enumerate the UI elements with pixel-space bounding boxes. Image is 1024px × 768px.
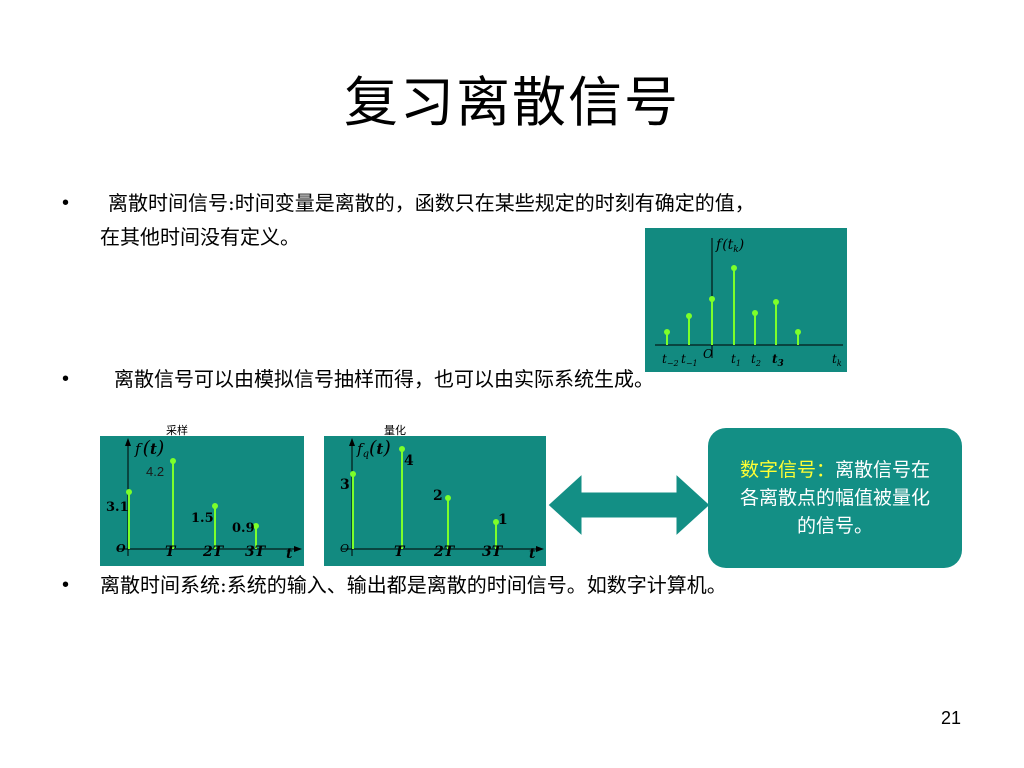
- y-axis-label: fq(t): [356, 437, 391, 460]
- tick-label-T: T: [394, 544, 406, 560]
- stem-head: [731, 265, 737, 271]
- bullet-1: • 离散时间信号:时间变量是离散的，函数只在某些规定的时刻有确定的值， 在其他时…: [62, 186, 960, 254]
- quantization-plot: fq(t) 4 3 2 1 O T 2T 3T t: [340, 437, 544, 562]
- callout-line-1: 数字信号：离散信号在: [708, 456, 962, 484]
- sampling-plot: f(t) 4.2 3.1 1.5 0.9 O T 2T 3T t: [106, 437, 302, 562]
- y-axis-label: f(tk): [715, 237, 744, 255]
- sampling-figure: f(t) 4.2 3.1 1.5 0.9 O T 2T 3T t: [100, 436, 304, 566]
- x-axis-arrow: [536, 546, 544, 552]
- bullet-3: • 离散时间系统:系统的输入、输出都是离散的时间信号。如数字计算机。: [62, 568, 960, 602]
- stem-heads: [350, 446, 499, 525]
- stem-heads: [664, 265, 801, 335]
- stem-head: [399, 446, 405, 452]
- stem-heads: [126, 458, 259, 529]
- callout-text-1: 离散信号在: [835, 459, 931, 481]
- callout-line-3: 的信号。: [796, 515, 873, 537]
- origin-label: O: [703, 347, 713, 361]
- origin-label: O: [116, 542, 126, 555]
- stems: [666, 268, 799, 345]
- slide-title: 复习离散信号: [344, 71, 680, 134]
- y-axis-arrow: [125, 438, 131, 446]
- tick-label-t1: t1: [731, 352, 741, 368]
- value-label-3: 3: [340, 477, 350, 493]
- bullet-dot: •: [62, 574, 70, 596]
- quantization-figure: fq(t) 4 3 2 1 O T 2T 3T t: [324, 436, 546, 566]
- stem-head: [253, 523, 259, 529]
- bullet-1-line-1: 离散时间信号:时间变量是离散的，函数只在某些规定的时刻有确定的值，: [108, 191, 755, 215]
- callout-highlight: 数字信号：: [739, 459, 835, 481]
- value-label-0-9: 0.9: [232, 521, 255, 536]
- stems: [128, 461, 257, 549]
- page-number: 21: [941, 708, 962, 728]
- tick-label-t-1: t−1: [681, 352, 698, 368]
- value-label-3-1: 3.1: [106, 500, 129, 515]
- stem-head: [126, 489, 132, 495]
- quantization-caption: 量化: [384, 425, 406, 437]
- x-axis-label: t: [286, 546, 293, 562]
- y-axis-arrow: [349, 438, 355, 446]
- value-label-1-5: 1.5: [191, 511, 214, 526]
- bullet-dot: •: [62, 368, 70, 390]
- stem-head: [773, 299, 779, 305]
- x-axis-label: t: [529, 546, 536, 562]
- tick-label-3T: 3T: [245, 544, 267, 560]
- tick-label-2T: 2T: [433, 544, 456, 560]
- stem-head: [445, 495, 451, 501]
- discrete-signal-plot: f(tk) O t−2 t−1 t1 t2 t3 tk: [655, 237, 843, 369]
- tick-label-t2: t2: [751, 352, 761, 368]
- stem-head: [493, 519, 499, 525]
- value-label-4-2: 4.2: [146, 464, 164, 479]
- stem-head: [212, 503, 218, 509]
- callout-line-2: 各离散点的幅值被量化: [739, 487, 930, 509]
- tick-label-t3: t3: [772, 352, 784, 369]
- tick-label-2T: 2T: [202, 544, 225, 560]
- bullet-1-line-2: 在其他时间没有定义。: [100, 225, 300, 249]
- stem-head: [170, 458, 176, 464]
- y-axis-label: f(t): [134, 437, 164, 459]
- double-arrow-icon: [547, 472, 711, 538]
- value-label-1: 1: [498, 512, 508, 528]
- stem-head: [350, 471, 356, 477]
- bullet-dot: •: [62, 192, 70, 214]
- tick-label-t-2: t−2: [662, 352, 679, 368]
- origin-label: O: [340, 542, 349, 555]
- stem-head: [664, 329, 670, 335]
- bullet-2: • 离散信号可以由模拟信号抽样而得，也可以由实际系统生成。: [62, 362, 860, 396]
- bullet-3-text: 离散时间系统:系统的输入、输出都是离散的时间信号。如数字计算机。: [100, 573, 727, 597]
- tick-label-T: T: [165, 544, 177, 560]
- stem-head: [752, 310, 758, 316]
- sampling-caption: 采样: [166, 425, 188, 437]
- stem-head: [709, 296, 715, 302]
- tick-label-tk: tk: [832, 352, 842, 368]
- value-label-4: 4: [404, 453, 414, 469]
- tick-label-3T: 3T: [482, 544, 504, 560]
- digital-signal-callout: 数字信号：离散信号在 各离散点的幅值被量化 的信号。: [708, 428, 962, 568]
- discrete-signal-figure: f(tk) O t−2 t−1 t1 t2 t3 tk: [645, 228, 847, 372]
- stems: [352, 449, 497, 549]
- x-axis-arrow: [294, 546, 302, 552]
- stem-head: [795, 329, 801, 335]
- stem-head: [686, 313, 692, 319]
- bullet-2-text: 离散信号可以由模拟信号抽样而得，也可以由实际系统生成。: [114, 367, 654, 391]
- value-label-2: 2: [433, 488, 443, 504]
